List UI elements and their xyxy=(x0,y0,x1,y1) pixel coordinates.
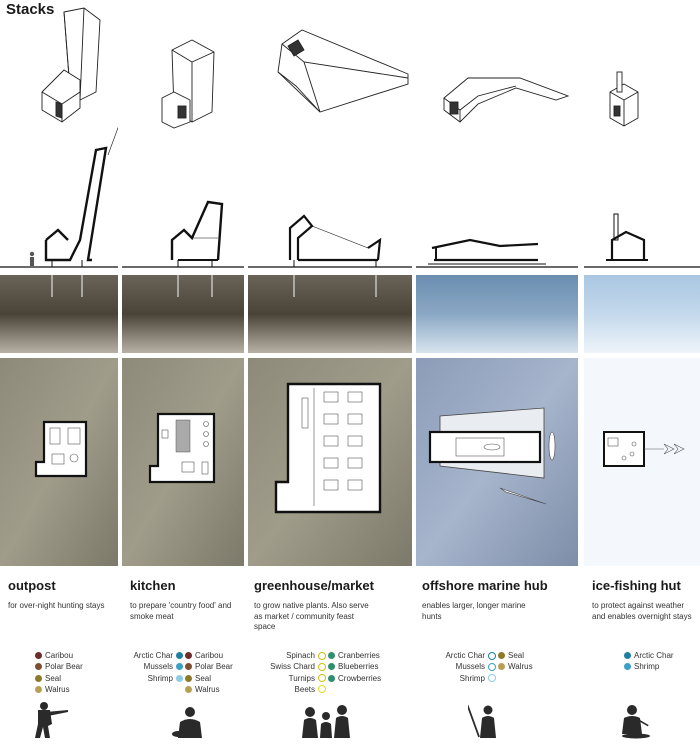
greenhouse-legend-right: Cranberries Blueberries Crowberries xyxy=(328,650,408,684)
legend-dot xyxy=(176,674,183,682)
outpost-isometric-drawing xyxy=(41,7,101,123)
legend-dot xyxy=(176,652,183,659)
legend-dot xyxy=(35,652,42,659)
legend-dot xyxy=(624,663,631,671)
legend-item: Shrimp xyxy=(436,673,496,684)
outpost-floor-plan xyxy=(0,358,118,566)
column-greenhouse-market: greenhouse/market to grow native plants.… xyxy=(248,0,412,744)
legend-item: Arctic Char xyxy=(624,650,698,661)
legend-item: Shrimp xyxy=(624,661,698,672)
column-name-ice-fishing-hut: ice-fishing hut xyxy=(592,578,681,593)
hunter-with-rifle-icon xyxy=(35,702,68,738)
legend-item: Polar Bear xyxy=(185,661,243,672)
greenhouse-ground-section xyxy=(248,275,412,353)
kitchen-ground-section xyxy=(122,275,244,353)
legend-dot xyxy=(35,663,42,671)
legend-ring xyxy=(318,662,326,671)
page-title: Stacks xyxy=(6,1,55,18)
legend-item: Arctic Char xyxy=(133,650,183,661)
legend-dot xyxy=(185,663,192,671)
legend-dot xyxy=(328,674,335,682)
legend-dot xyxy=(35,674,42,682)
legend-item: Walrus xyxy=(35,684,115,695)
legend-item: Seal xyxy=(498,650,558,661)
legend-dot xyxy=(328,652,335,659)
legend-item: Caribou xyxy=(185,650,243,661)
legend-dot xyxy=(498,652,505,659)
marine-hub-section-drawing xyxy=(416,238,578,268)
ice-hut-floor-plan xyxy=(584,358,700,566)
legend-item: Mussels xyxy=(133,661,183,672)
legend-item: Swiss Chard xyxy=(254,661,326,672)
ice-hut-legend: Arctic Char Shrimp xyxy=(624,650,698,673)
legend-dot xyxy=(328,663,335,671)
kitchen-section-drawing xyxy=(122,200,244,268)
legend-item: Arctic Char xyxy=(436,650,496,661)
community-group-icon xyxy=(302,705,350,738)
legend-dot xyxy=(176,663,183,671)
legend-ring xyxy=(318,674,326,683)
legend-ring xyxy=(318,651,326,660)
legend-dot xyxy=(35,685,42,693)
greenhouse-legend-left: Spinach Swiss Chard Turnips Beets xyxy=(254,650,326,695)
ice-hut-isometric-drawing xyxy=(609,71,639,127)
marine-hub-floor-plan xyxy=(416,358,578,566)
column-name-outpost: outpost xyxy=(8,578,56,593)
legend-item: Shrimp xyxy=(133,673,183,684)
legend-dot xyxy=(624,652,631,659)
legend-item: Spinach xyxy=(254,650,326,661)
column-name-kitchen: kitchen xyxy=(130,578,176,593)
column-name-greenhouse-market: greenhouse/market xyxy=(254,578,374,593)
marine-hub-legend-left: Arctic Char Mussels Shrimp xyxy=(436,650,496,684)
outpost-ground-section xyxy=(0,275,118,353)
marine-hub-water-section xyxy=(416,275,578,353)
legend-ring xyxy=(488,651,496,660)
outpost-section-drawing xyxy=(0,126,118,268)
column-offshore-marine-hub: offshore marine hub enables larger, long… xyxy=(416,0,578,744)
kitchen-legend-left: Arctic Char Mussels Shrimp xyxy=(133,650,183,684)
column-ice-fishing-hut: ice-fishing hut to protect against weath… xyxy=(584,0,700,744)
legend-dot xyxy=(185,674,192,682)
column-description-outpost: for over-night hunting stays xyxy=(8,601,105,610)
legend-item: Crowberries xyxy=(328,673,408,684)
legend-ring xyxy=(488,674,496,683)
legend-item: Turnips xyxy=(254,673,326,684)
column-description-greenhouse-market: to grow native plants. Also serve as mar… xyxy=(254,601,369,631)
legend-item: Walrus xyxy=(185,684,243,695)
legend-dot xyxy=(185,685,192,693)
legend-item: Seal xyxy=(185,673,243,684)
ice-hut-section-drawing xyxy=(584,213,700,268)
column-name-offshore-marine-hub: offshore marine hub xyxy=(422,578,548,593)
ice-fisher-icon xyxy=(622,705,650,739)
legend-item: Blueberries xyxy=(328,661,408,672)
legend-item: Mussels xyxy=(436,661,496,672)
greenhouse-isometric-drawing xyxy=(277,29,409,113)
kitchen-floor-plan xyxy=(122,358,244,566)
greenhouse-section-drawing xyxy=(248,214,412,268)
column-description-offshore-marine-hub: enables larger, longer marine hunts xyxy=(422,601,526,621)
legend-dot xyxy=(498,663,505,671)
legend-item: Seal xyxy=(35,673,115,684)
legend-item: Cranberries xyxy=(328,650,408,661)
legend-item: Beets xyxy=(254,684,326,695)
kitchen-isometric-drawing xyxy=(161,39,215,129)
marine-hub-legend-right: Seal Walrus xyxy=(498,650,558,673)
legend-ring xyxy=(318,685,326,694)
legend-item: Walrus xyxy=(498,661,558,672)
legend-item: Caribou xyxy=(35,650,115,661)
column-outpost: outpost for over-night hunting stays Car… xyxy=(0,0,118,744)
ice-hut-water-section xyxy=(584,275,700,353)
outpost-legend: Caribou Polar Bear Seal Walrus xyxy=(35,650,115,695)
kitchen-legend-right: Caribou Polar Bear Seal Walrus xyxy=(185,650,243,695)
legend-item: Polar Bear xyxy=(35,661,115,672)
legend-dot xyxy=(185,652,192,659)
greenhouse-floor-plan xyxy=(248,358,412,566)
person-with-harpoon-icon xyxy=(468,704,496,738)
person-preparing-food-icon xyxy=(172,707,202,738)
legend-ring xyxy=(488,662,496,671)
marine-hub-isometric-drawing xyxy=(443,77,570,123)
column-description-kitchen: to prepare 'country food' and smoke meat xyxy=(130,601,232,621)
column-kitchen: kitchen to prepare 'country food' and sm… xyxy=(122,0,244,744)
column-description-ice-fishing-hut: to protect against weather and enables o… xyxy=(592,601,692,621)
